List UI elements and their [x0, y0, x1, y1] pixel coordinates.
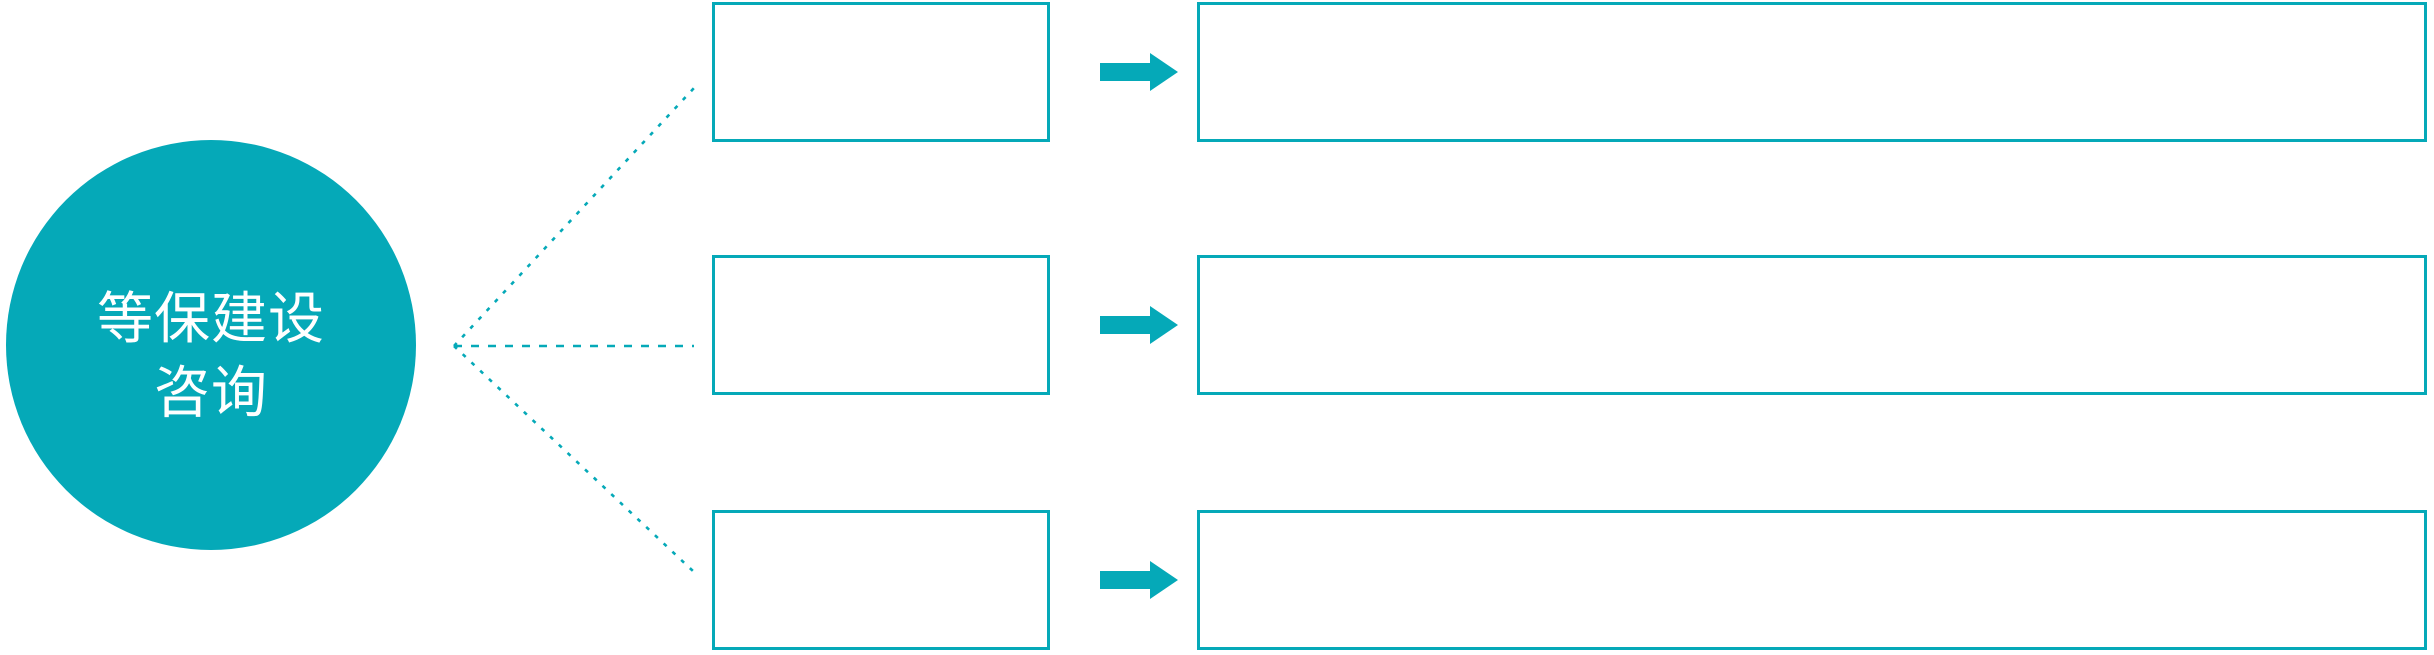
arrow-right-icon — [1100, 306, 1178, 344]
branch-1-small-box-label — [715, 5, 1047, 139]
branch-3-large-box — [1197, 510, 2427, 650]
branch-3-small-box — [712, 510, 1050, 650]
arrow-right-icon — [1100, 561, 1178, 599]
topic-label: 等保建设 咨询 — [97, 260, 325, 430]
arrow-right-icon — [1100, 53, 1178, 91]
topic-label-line2: 咨询 — [154, 361, 268, 424]
branch-row-3 — [0, 510, 2434, 650]
branch-1-large-box — [1197, 2, 2427, 142]
branch-1-large-box-label — [1200, 5, 2424, 139]
topic-label-line1: 等保建设 — [97, 287, 325, 350]
branch-row-2 — [0, 255, 2434, 395]
branch-3-large-box-label — [1200, 513, 2424, 647]
branch-2-large-box-label — [1200, 258, 2424, 392]
branch-2-small-box — [712, 255, 1050, 395]
branch-row-1 — [0, 2, 2434, 142]
branch-3-small-box-label — [715, 513, 1047, 647]
branch-1-small-box — [712, 2, 1050, 142]
branch-2-large-box — [1197, 255, 2427, 395]
topic-circle: 等保建设 咨询 — [6, 140, 416, 550]
branch-2-small-box-label — [715, 258, 1047, 392]
